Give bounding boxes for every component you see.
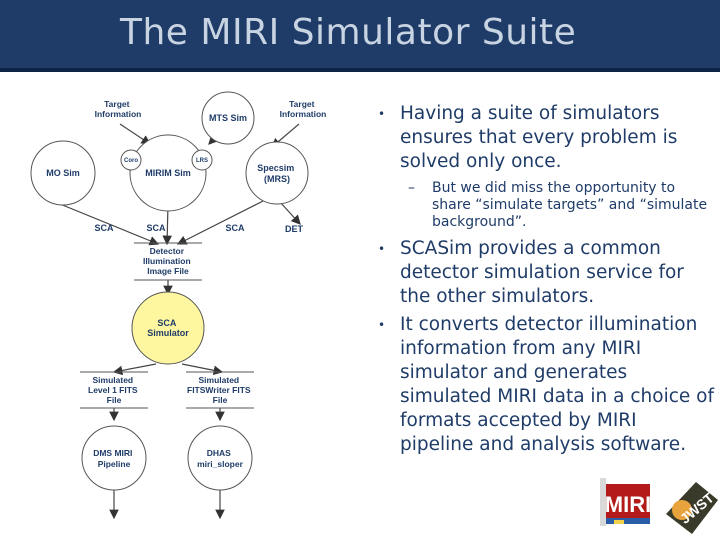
mts-sim-node <box>201 91 255 145</box>
det-label: DET <box>285 224 304 234</box>
slide-title: The MIRI Simulator Suite <box>120 12 577 53</box>
sca-label-1: SCA <box>94 223 114 233</box>
title-bar: The MIRI Simulator Suite <box>0 0 720 72</box>
sub-bullet-1: –But we did miss the opportunity to shar… <box>408 180 708 230</box>
mo-sim-label: MO Sim <box>46 168 80 178</box>
specsim-line2: (MRS) <box>264 174 290 184</box>
sca-simulator-line2: Simulator <box>147 328 189 338</box>
dms-miri-node <box>81 425 147 491</box>
sca-simulator-node <box>131 291 205 365</box>
bullet-list: •Having a suite of simulators ensures th… <box>374 102 714 457</box>
svg-text:Simulated Level 1 FITS: Simulated Level 1 FITS File <box>88 375 140 405</box>
level1-fits-line3: File <box>107 395 122 405</box>
mirim-sim-label: MIRIM Sim <box>145 168 191 178</box>
bullet-3: •It converts detector illumination infor… <box>378 314 715 455</box>
dms-miri-line2: Pipeline <box>98 459 131 469</box>
mirim-sim-node <box>129 134 207 212</box>
bullet-2: •SCASim provides a common detector simul… <box>378 238 684 307</box>
svg-text:DMS MIRI Pipeline: DMS MIRI Pipeline <box>93 448 135 469</box>
bullet-dot-icon: • <box>378 242 386 256</box>
svg-text:Simulated FITSWriter FITS: Simulated FITSWriter FITS File <box>187 375 253 405</box>
coro-label: Coro <box>124 158 138 164</box>
lrs-label: LRS <box>196 158 208 164</box>
dhas-line1: DHAS <box>207 448 231 458</box>
svg-text:DHAS miri_sloper: DHAS miri_sloper <box>197 448 244 469</box>
mts-sim-label: MTS Sim <box>209 113 247 123</box>
bullet-dot-icon: • <box>378 107 386 121</box>
level1-fits-line1: Simulated <box>93 375 134 385</box>
miri-jwst-logo: MIRI JWST <box>596 470 720 540</box>
svg-text:Target Information: Target Information <box>280 99 327 119</box>
fitswriter-fits-line2: FITSWriter FITS <box>187 385 251 395</box>
detector-file-line2: Illumination <box>143 256 191 266</box>
target-info-left-line2: Information <box>95 109 142 119</box>
mo-sim-node <box>30 140 96 206</box>
dash-icon: – <box>408 180 415 196</box>
lrs-node <box>191 149 213 171</box>
target-info-right-line2: Information <box>280 109 327 119</box>
dhas-line2: miri_sloper <box>197 459 244 469</box>
svg-text:Target Information: Target Information <box>95 99 142 119</box>
bullet-1: •Having a suite of simulators ensures th… <box>378 103 678 172</box>
bullet-dot-icon: • <box>378 318 386 332</box>
svg-text:Detector Illumination: Detector Illumination Image File <box>143 246 193 276</box>
coro-node <box>120 149 142 171</box>
level1-fits-line2: Level 1 FITS <box>88 385 138 395</box>
simulator-diagram: Target Information Target Information MT… <box>10 72 352 540</box>
target-info-right-line1: Target <box>289 99 315 109</box>
target-info-left-line1: Target <box>104 99 130 109</box>
detector-file-line1: Detector <box>150 246 185 256</box>
svg-text:Specsim (MRS): Specsim (MRS) <box>257 163 297 184</box>
miri-logo-text: MIRI <box>605 492 651 517</box>
dhas-node <box>187 425 253 491</box>
specsim-line1: Specsim <box>257 163 294 173</box>
fitswriter-fits-line3: File <box>213 395 228 405</box>
dms-miri-line1: DMS MIRI <box>93 448 132 458</box>
fitswriter-fits-line1: Simulated <box>199 375 240 385</box>
sca-label-3: SCA <box>225 223 245 233</box>
specsim-node <box>245 141 309 205</box>
sca-label-2: SCA <box>146 223 166 233</box>
detector-file-line3: Image File <box>147 266 189 276</box>
svg-text:SCA Simulator: SCA Simulator <box>147 318 189 338</box>
sca-simulator-line1: SCA <box>157 318 177 328</box>
